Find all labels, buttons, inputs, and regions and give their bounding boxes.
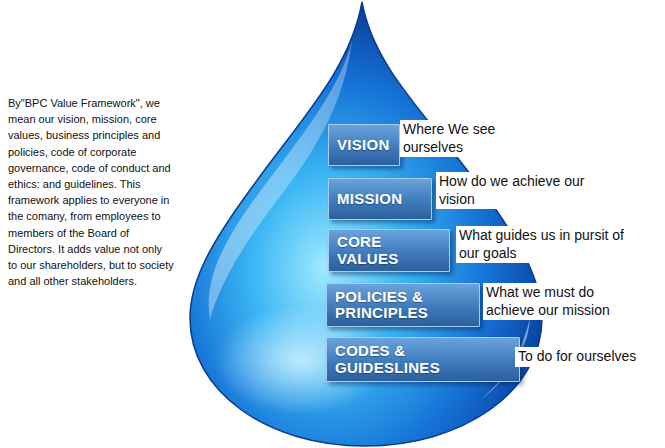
level-title: VISION — [337, 137, 390, 154]
framework-level-box: CORE VALUES — [328, 229, 450, 272]
level-title: CODES & GUIDESLINES — [335, 343, 511, 376]
level-title: MISSION — [337, 191, 402, 208]
drop-outline — [190, 2, 542, 446]
level-description: Where We see ourselves — [400, 120, 502, 157]
framework-level-box: VISION — [328, 124, 400, 166]
level-description: How do we achieve our vision — [436, 172, 594, 209]
level-title: CORE VALUES — [337, 234, 441, 267]
level-description: What guides us in pursit of our goals — [456, 226, 638, 263]
framework-level-box: CODES & GUIDESLINES — [326, 337, 520, 382]
level-title: POLICIES & PRINCIPLES — [335, 289, 471, 322]
framework-level-box: MISSION — [328, 178, 432, 220]
level-description: To do for ourselves — [515, 347, 661, 367]
intro-paragraph: By"BPC Value Framework", we mean our vis… — [8, 95, 174, 289]
framework-level-box: POLICIES & PRINCIPLES — [326, 283, 480, 327]
level-description: What we must do achieve our mission — [483, 283, 635, 320]
